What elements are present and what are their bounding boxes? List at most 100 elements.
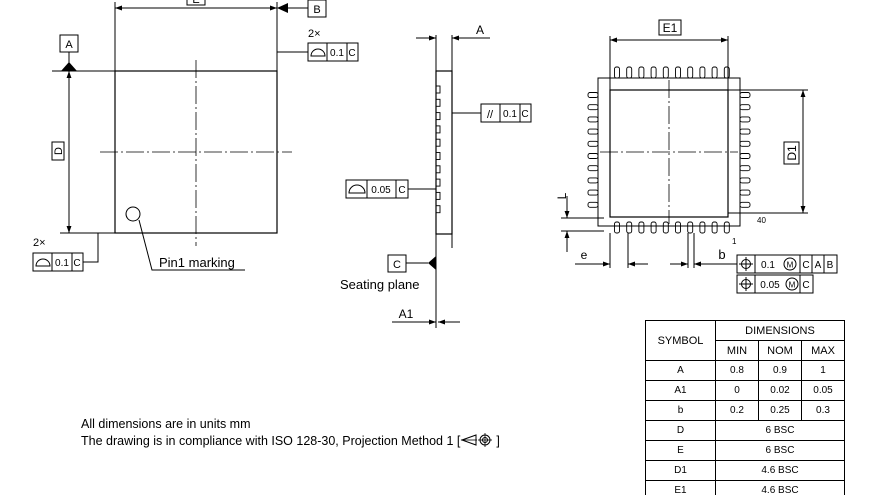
pin: [435, 152, 441, 160]
mult-2x-top: 2×: [308, 28, 321, 40]
pin: [587, 104, 599, 111]
e-pitch-label: e: [581, 248, 588, 262]
pin: [650, 66, 657, 79]
pin: [626, 221, 633, 234]
units-note: All dimensions are in units mm: [81, 417, 251, 431]
pin: [739, 177, 751, 184]
pin: [587, 140, 599, 147]
side-view: A // 0.1 C 0.05 C C Seating plane A1: [340, 23, 532, 328]
pin: [435, 85, 441, 94]
datum-c-label: C: [393, 259, 401, 271]
bottom-view: E1 D1 40 1 L e b: [555, 19, 838, 294]
pin: [739, 201, 751, 208]
pin: [638, 66, 645, 79]
flatness-datum: C: [398, 185, 405, 196]
position-2-datum: C: [802, 280, 809, 291]
min-header: MIN: [715, 340, 759, 361]
parallelism-value: 0.1: [503, 109, 517, 120]
position-icon: [739, 257, 753, 271]
compliance-end: ]: [496, 434, 500, 448]
pin1-leader: [138, 219, 245, 271]
max-header: MAX: [801, 340, 845, 361]
position-frame-1: [736, 254, 838, 274]
table-cell: A: [645, 360, 716, 381]
table-cell: 0.25: [758, 400, 802, 421]
a-dim-label: A: [476, 23, 484, 37]
pin: [587, 128, 599, 135]
position-1-datum-1: C: [802, 260, 809, 271]
position-1-value: 0.1: [761, 260, 775, 271]
pin1-marker-circle: [125, 206, 141, 222]
pin: [587, 92, 599, 98]
mmc-circle-icon: [783, 257, 797, 271]
table-cell: 4.6 BSC: [715, 460, 845, 481]
d1-label: D1: [785, 145, 799, 161]
bottom-pins: [587, 66, 751, 234]
pin: [435, 165, 441, 174]
d-label: D: [53, 147, 65, 155]
pin: [675, 221, 681, 234]
l-label: L: [555, 192, 569, 199]
table-cell: 0: [715, 380, 759, 401]
position-1-modifier: M: [787, 261, 794, 270]
e1-label-box: [658, 19, 682, 36]
profile-top-datum: C: [348, 48, 355, 59]
pin: [435, 138, 441, 147]
table-cell: 0.8: [715, 360, 759, 381]
pin1-marking-label: Pin1 marking: [159, 255, 235, 270]
position-frame-2: [736, 274, 814, 294]
pin: [650, 221, 657, 234]
parallelism-frame: [480, 103, 532, 123]
parallelism-datum: C: [521, 109, 528, 120]
table-cell: 0.2: [715, 400, 759, 421]
pin: [662, 66, 669, 79]
pin: [587, 201, 599, 208]
surface-profile-icon: [310, 48, 326, 57]
pin: [587, 116, 599, 123]
flatness-value: 0.05: [371, 185, 391, 196]
table-cell: b: [645, 400, 716, 421]
pin: [435, 205, 441, 214]
table-cell: D1: [645, 460, 716, 481]
pin: [687, 221, 694, 234]
pin: [739, 128, 751, 135]
symbol-header: SYMBOL: [645, 320, 716, 361]
e-label-box: [186, 0, 206, 6]
projection-method-icon: [460, 433, 493, 447]
d-label-box: [51, 141, 65, 161]
pin: [739, 104, 751, 111]
pin: [435, 125, 441, 134]
pin: [435, 112, 441, 121]
position-1-datum-3: B: [827, 260, 834, 271]
profile-left-datum: C: [73, 258, 80, 269]
table-cell: 0.05: [801, 380, 845, 401]
a1-dim-label: A1: [399, 307, 414, 321]
pin: [739, 92, 751, 98]
seating-plane-label: Seating plane: [340, 277, 420, 292]
table-cell: 6 BSC: [715, 420, 845, 441]
datum-a-label: A: [65, 39, 73, 51]
table-cell: 1: [801, 360, 845, 381]
pin: [435, 191, 441, 200]
pin: [587, 189, 599, 196]
pin: [587, 177, 599, 184]
pin: [587, 165, 599, 172]
b-label: b: [718, 247, 725, 262]
pin: [675, 66, 681, 79]
compliance-note: The drawing is in compliance with ISO 12…: [81, 433, 500, 448]
profile-left-value: 0.1: [55, 258, 69, 269]
position-2-modifier: M: [789, 281, 796, 290]
side-pins: [435, 85, 441, 214]
position-icon: [739, 277, 753, 291]
datum-b-label: B: [313, 4, 320, 16]
pin: [614, 221, 620, 234]
